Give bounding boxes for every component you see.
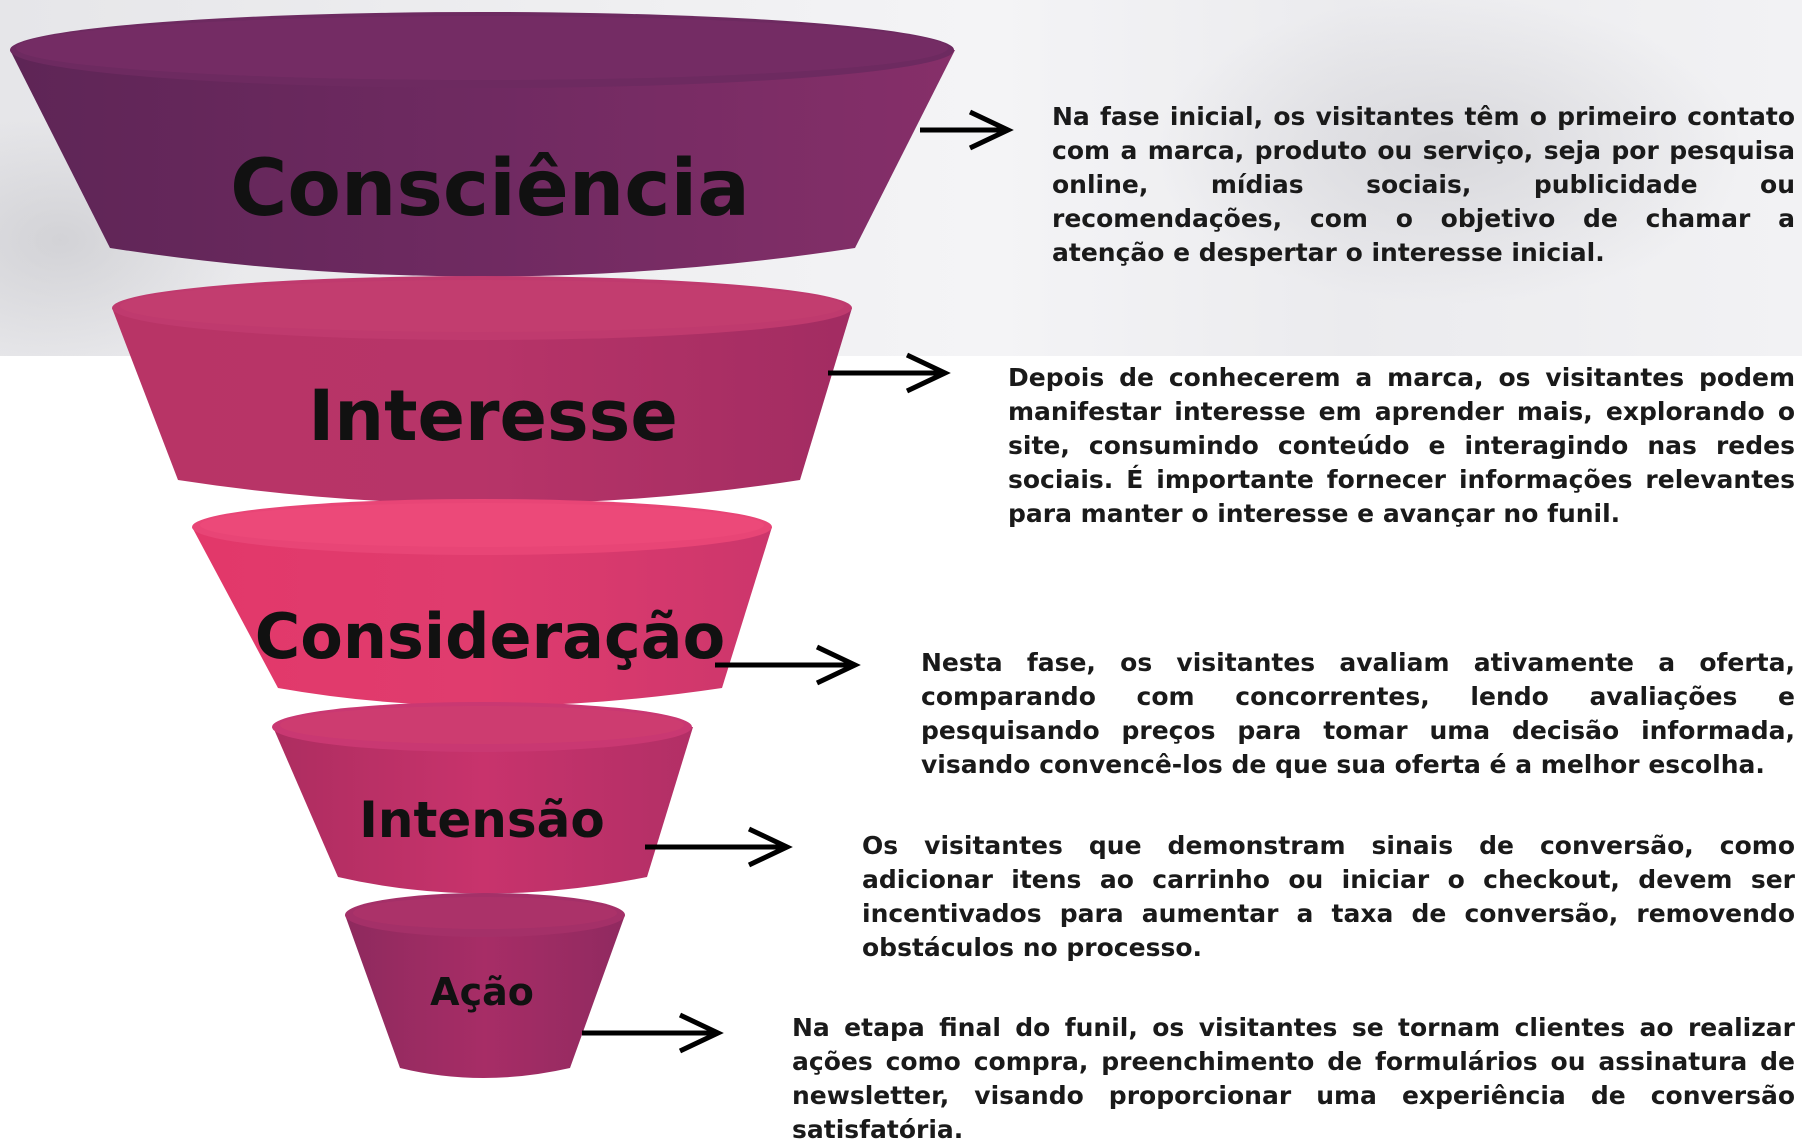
description-acao: Na etapa final do funil, os visitantes s… <box>792 1013 1795 1144</box>
stage-title-acao: Ação <box>430 970 534 1014</box>
description-intensao: Os visitantes que demonstram sinais de c… <box>862 831 1795 962</box>
description-interesse: Depois de conhecerem a marca, os visitan… <box>1008 363 1795 528</box>
description-consciencia: Na fase inicial, os visitantes têm o pri… <box>1052 102 1795 267</box>
funnel-stage-consideracao: Consideração <box>192 499 772 706</box>
description-consideracao: Nesta fase, os visitantes avaliam ativam… <box>921 648 1795 779</box>
funnel-stage-acao: Ação <box>345 893 625 1078</box>
funnel-stage-intensao: Intensão <box>272 702 693 894</box>
stage-title-consciencia: Consciência <box>230 144 750 234</box>
stage-title-intensao: Intensão <box>359 791 604 849</box>
arrow-5 <box>582 1012 724 1054</box>
arrow-4 <box>645 826 793 868</box>
funnel-stage-interesse: Interesse <box>112 276 852 504</box>
arrow-2 <box>828 352 951 394</box>
stage-title-interesse: Interesse <box>308 375 678 457</box>
stage-title-consideracao: Consideração <box>255 600 725 673</box>
arrow-3 <box>715 644 861 686</box>
funnel-stage-consciencia: Consciência <box>10 12 955 277</box>
arrow-1 <box>920 109 1014 151</box>
